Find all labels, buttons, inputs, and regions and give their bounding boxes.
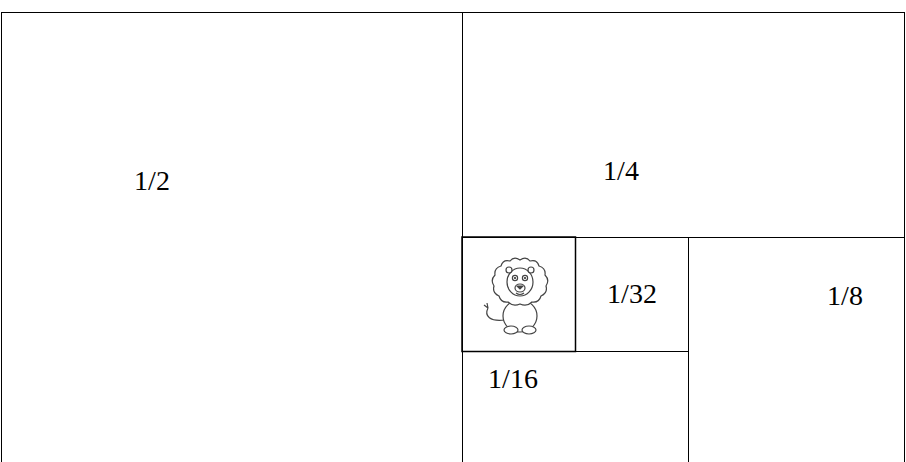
fraction-label: 1/4 <box>603 155 639 187</box>
eighth-region: 1/8 <box>688 237 905 462</box>
fraction-label: 1/8 <box>827 280 863 312</box>
thirty-second-region: 1/32 <box>575 237 689 352</box>
fraction-label: 1/16 <box>488 363 538 395</box>
fraction-label: 1/2 <box>134 165 170 197</box>
half-region: 1/2 <box>1 12 463 462</box>
quarter-region: 1/4 <box>462 12 905 238</box>
sixteenth-region: 1/16 <box>462 351 689 462</box>
fraction-label: 1/32 <box>607 278 657 310</box>
